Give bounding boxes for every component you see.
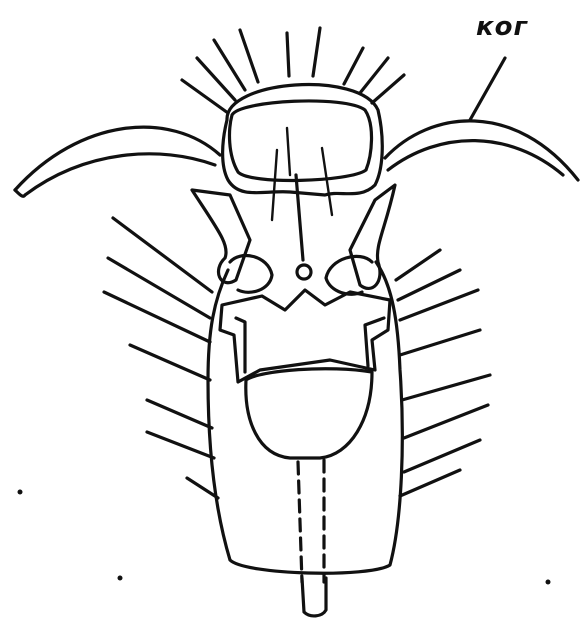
central-plate [220,290,390,458]
claw-label: ког [476,12,528,42]
tail-appendage [298,460,326,616]
left-bristles [104,218,218,498]
right-claw [385,58,578,180]
side-lobes [192,185,395,294]
left-claw [15,127,220,196]
body-outline [208,262,402,573]
right-bristles [396,250,490,496]
